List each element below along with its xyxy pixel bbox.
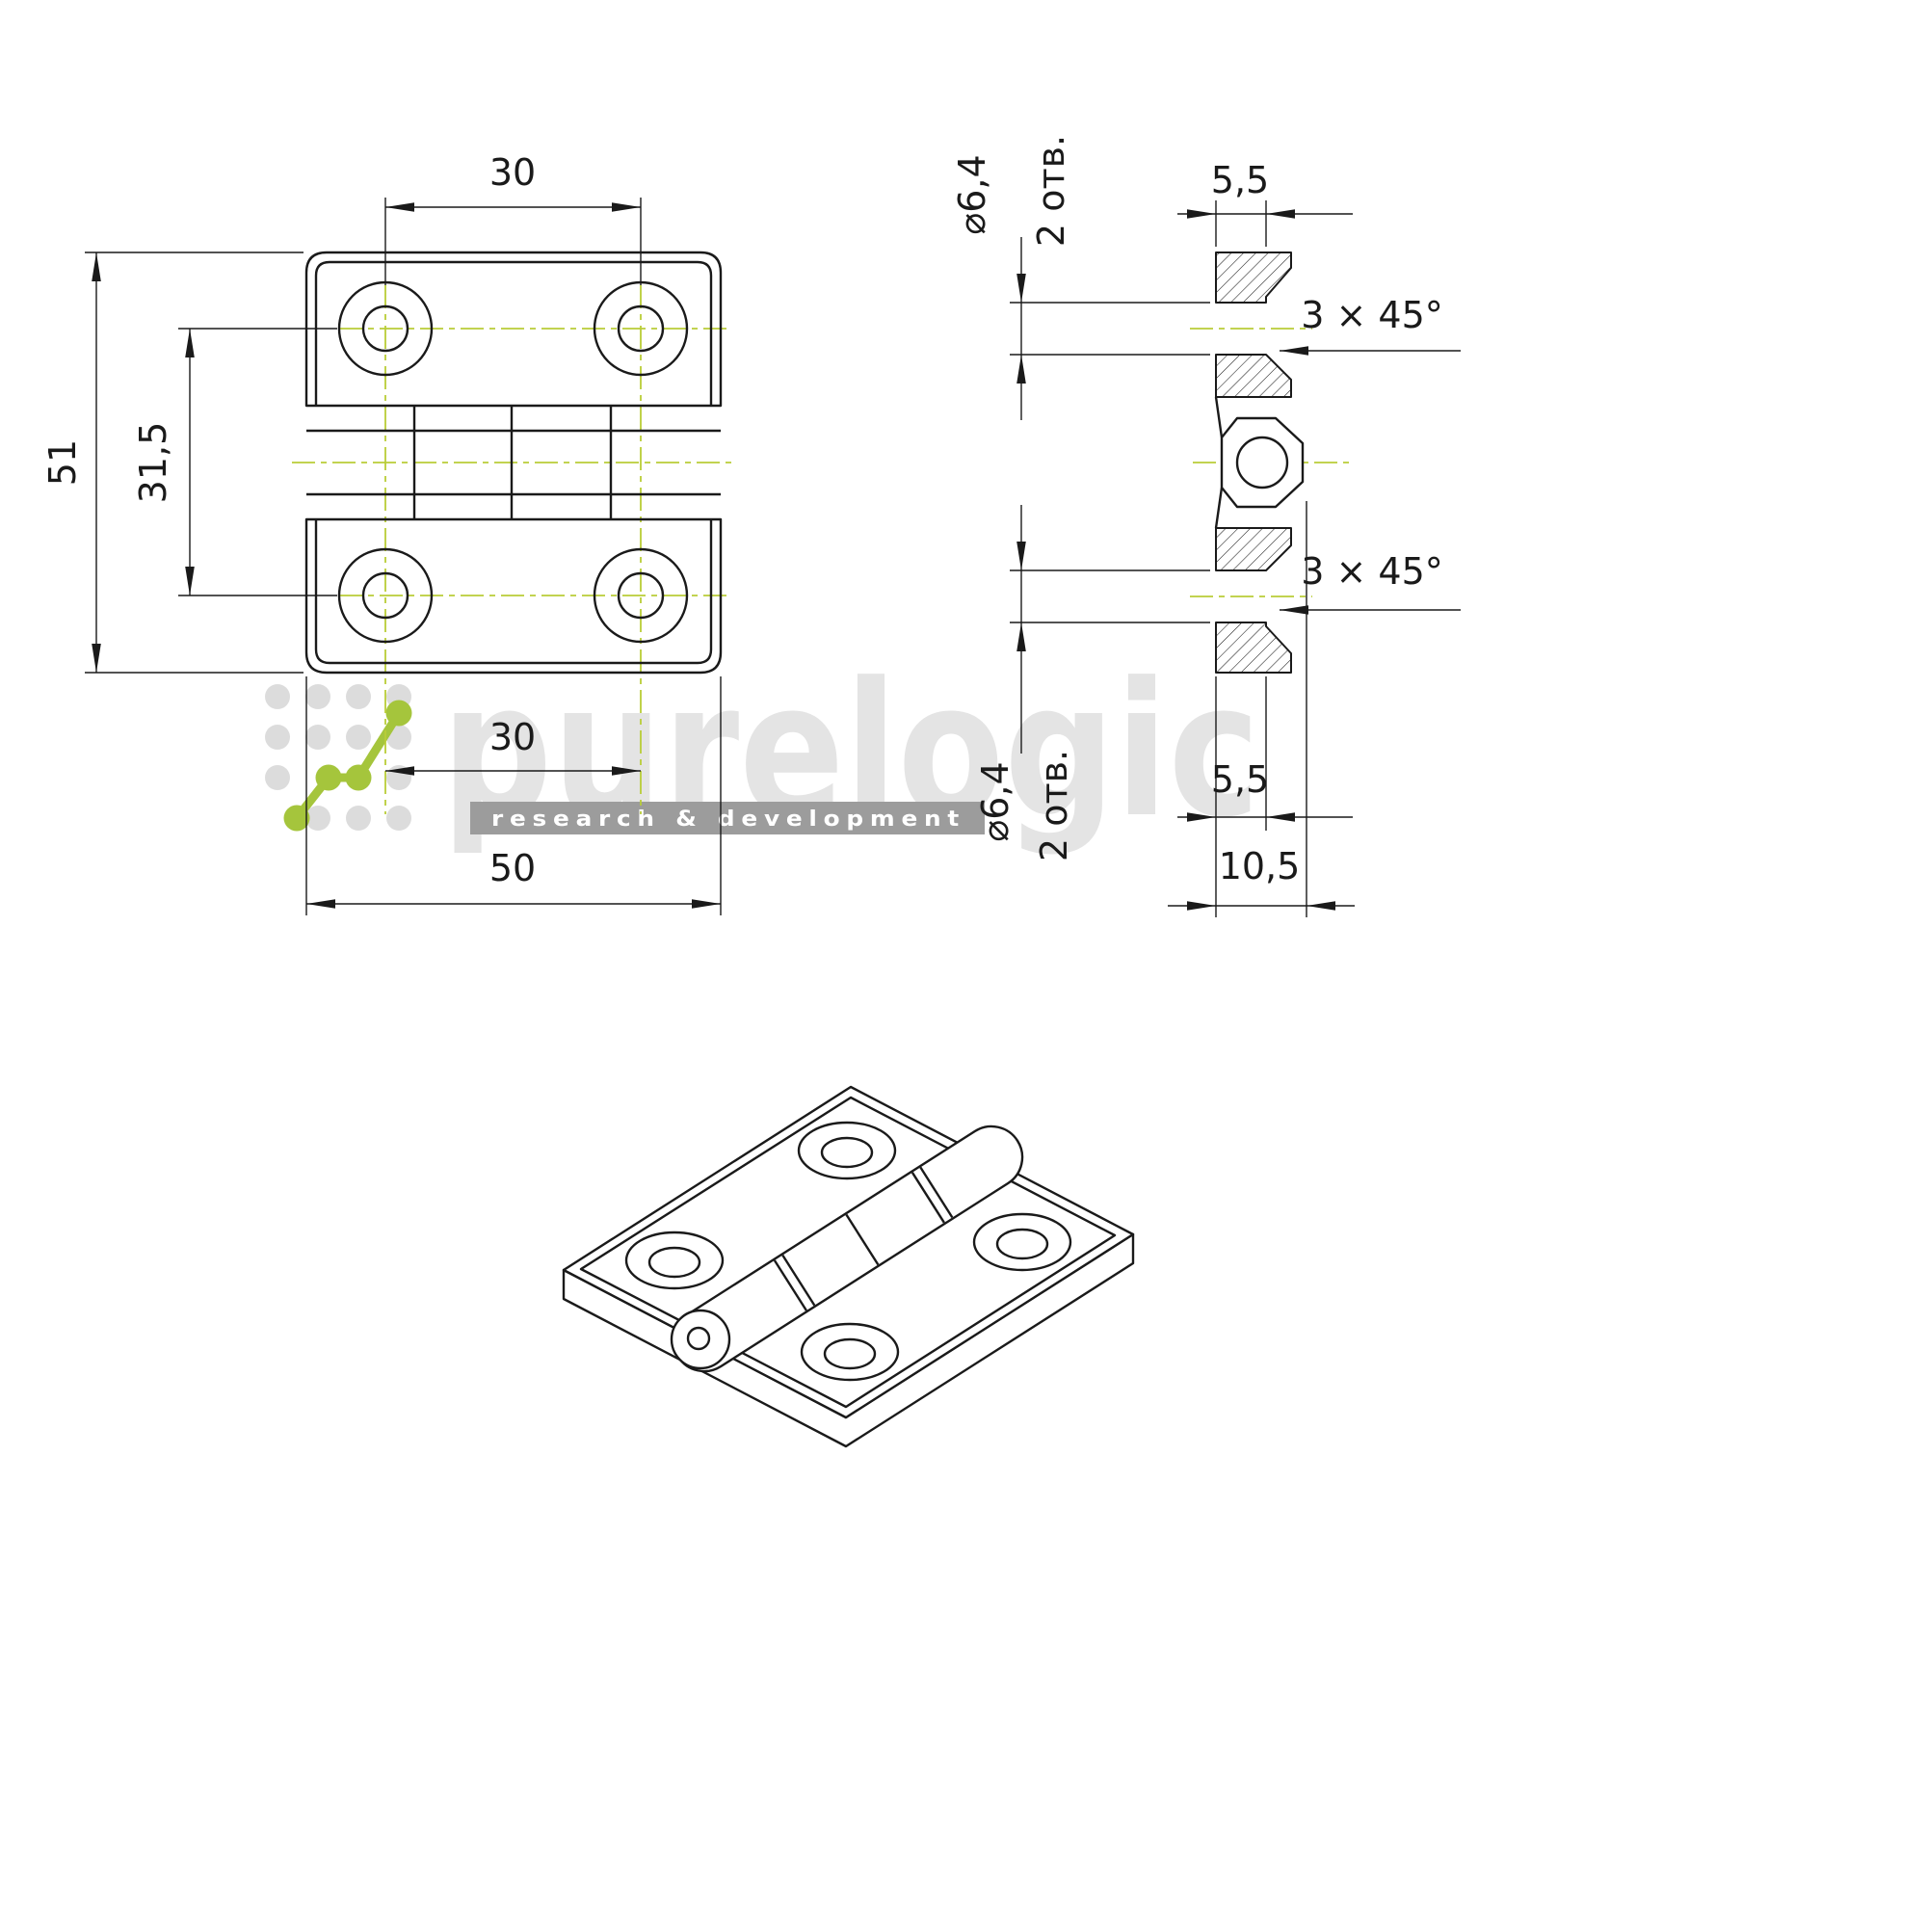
iso-hole-bore-right: [995, 1228, 1049, 1260]
iso-knuckle-joint-line: [845, 1213, 880, 1266]
iso-knuckle-joint-line: [781, 1254, 816, 1307]
side-centerlines: [1190, 328, 1349, 597]
hole-bore-top-right: [617, 304, 665, 353]
logo-zigzag-line: [292, 708, 404, 823]
front-hinge-body: [304, 251, 723, 675]
chamfer-label: 3 × 45°: [1301, 294, 1443, 336]
side-view: 5,5 ⌀6,4 2 отв. 3 × 45° 3 × 45°: [951, 135, 1461, 917]
dim-label: 10,5: [1219, 845, 1301, 887]
dim-label: 50: [489, 847, 536, 889]
dim-overall-thickness: 10,5: [1168, 501, 1355, 917]
watermark: purelogic research & development: [265, 644, 1260, 859]
callout-chamfer-upper: 3 × 45°: [1280, 294, 1461, 356]
hole-bore-top-left: [361, 304, 409, 353]
chamfer-label: 3 × 45°: [1301, 550, 1443, 593]
dim-hole-diameter-bottom: ⌀6,4 2 отв.: [974, 505, 1210, 861]
dim-label: 5,5: [1211, 159, 1269, 201]
iso-hole-bore-bottom: [823, 1337, 877, 1370]
dim-label-diameter: ⌀6,4: [974, 761, 1016, 841]
top-leaf-section-upper: [1215, 251, 1292, 304]
bottom-leaf-section-upper: [1215, 527, 1292, 571]
logo-dot: [346, 725, 371, 750]
bottom-leaf-outline: [304, 517, 723, 675]
leaf-to-barrel-connector-top: [1214, 396, 1224, 438]
logo-dot: [265, 765, 290, 790]
dim-hole-diameter-top: ⌀6,4 2 отв.: [951, 135, 1210, 420]
logo-dot: [265, 684, 290, 709]
dim-label: 5,5: [1211, 758, 1269, 801]
logo-dot: [386, 765, 411, 790]
bottom-leaf-bevel: [314, 519, 713, 665]
top-leaf-bevel: [314, 260, 713, 406]
iso-hole-countersink-left: [624, 1231, 725, 1290]
iso-knuckle-joint-line: [773, 1259, 807, 1311]
watermark-logo-dots: [265, 684, 412, 832]
top-leaf-section-lower: [1215, 354, 1292, 398]
iso-hole-countersink-top: [797, 1121, 897, 1180]
logo-dot: [305, 684, 330, 709]
isometric-view: [562, 1085, 1135, 1448]
bottom-leaf-section-lower: [1215, 622, 1292, 674]
hole-bore-bottom-left: [361, 571, 409, 620]
callout-chamfer-lower: 3 × 45°: [1280, 550, 1461, 615]
hole-bore-bottom-right: [617, 571, 665, 620]
iso-knuckle-joint-line: [911, 1172, 945, 1224]
dim-overall-width: 50: [305, 676, 722, 915]
iso-hole-bore-top: [820, 1136, 874, 1169]
logo-dot-green: [385, 700, 412, 727]
logo-dot-green: [283, 805, 310, 832]
logo-dot-green: [345, 764, 372, 791]
logo-dot: [305, 806, 330, 831]
pin-hole-section: [1235, 436, 1289, 490]
hole-countersink-bottom-left: [337, 547, 434, 644]
logo-dot: [265, 725, 290, 750]
dim-label-hole-count: 2 отв.: [1030, 135, 1072, 247]
iso-hole-countersink-bottom: [800, 1322, 900, 1382]
dim-top-hole-spacing: 30: [384, 151, 642, 285]
dim-label-hole-count: 2 отв.: [1033, 750, 1075, 861]
dim-leaf-thickness-bottom: 5,5: [1177, 676, 1353, 831]
iso-hole-bore-left: [647, 1246, 701, 1279]
dim-label: 51: [41, 439, 84, 486]
watermark-tagline-bar: [470, 802, 985, 834]
dim-leaf-thickness-top: 5,5: [1177, 159, 1353, 247]
top-leaf-outline: [304, 251, 723, 408]
watermark-tagline-text: research & development: [491, 807, 965, 832]
iso-pin-hole: [686, 1326, 711, 1351]
iso-edge-bevel: [579, 1096, 1117, 1409]
dim-label: 30: [489, 716, 536, 758]
hole-countersink-bottom-right: [593, 547, 689, 644]
side-section-body: [1214, 251, 1305, 674]
dim-label: 30: [489, 151, 536, 194]
iso-hole-countersink-right: [972, 1212, 1072, 1272]
logo-dot-green: [315, 764, 342, 791]
front-view: 30 51 31,5 30 50: [41, 151, 734, 915]
dim-label: 31,5: [132, 422, 174, 504]
dim-overall-height: 51: [41, 251, 304, 674]
logo-dot: [386, 806, 411, 831]
dim-bottom-hole-spacing: 30: [385, 716, 641, 776]
iso-knuckle-joint-line: [919, 1166, 954, 1219]
dim-vertical-hole-spacing: 31,5: [132, 328, 337, 596]
logo-dot: [305, 725, 330, 750]
logo-dot: [346, 684, 371, 709]
dim-label-diameter: ⌀6,4: [951, 154, 993, 234]
leaf-to-barrel-connector-bottom: [1214, 487, 1224, 529]
logo-dot: [346, 806, 371, 831]
